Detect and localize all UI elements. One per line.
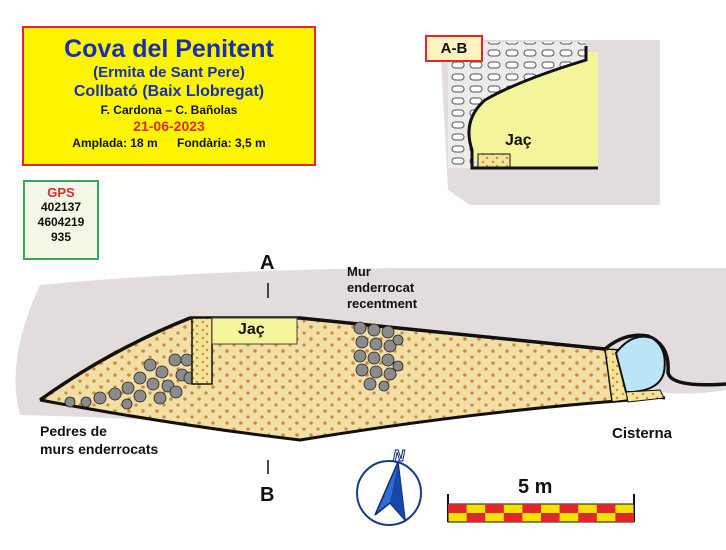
gps-box: GPS 402137 4604219 935: [23, 180, 99, 260]
section-interior: [468, 52, 598, 168]
section-masonry: [448, 42, 586, 168]
scale-segment-bottom: [541, 513, 560, 522]
scale-segment-top: [522, 504, 541, 513]
cave-subtitle: (Ermita de Sant Pere): [93, 64, 245, 81]
north-label: N: [393, 448, 406, 466]
survey-authors: F. Cardona – C. Bañolas: [100, 103, 238, 117]
cave-depth: Fondària: 3,5 m: [177, 136, 266, 150]
wall-left: [191, 317, 213, 385]
scale-segment-top: [559, 504, 579, 513]
scale-bar: [447, 494, 635, 523]
cave-location: Collbató (Baix Llobregat): [73, 83, 265, 100]
rubble-left: [64, 353, 197, 410]
section-view: [440, 40, 660, 205]
cistern-rim: [625, 389, 665, 403]
stones-note: Pedres de murs enderrocats: [40, 422, 158, 458]
wall-note: Mur enderrocat recentment: [347, 264, 417, 312]
section-start-label: A: [260, 252, 275, 274]
section-profile: [467, 46, 598, 170]
rubble-wall: [353, 321, 404, 392]
section-wall-block: [477, 153, 511, 169]
section-label: A-B: [425, 35, 483, 62]
scale-segment-top: [485, 504, 504, 513]
cistern-label: Cisterna: [612, 425, 673, 442]
cave-dimensions: Amplada: 18 m Fondària: 3,5 m: [24, 135, 314, 151]
wall-note-line2: enderrocat: [347, 280, 415, 295]
cave-wall-top: [38, 316, 726, 402]
cave-width: Amplada: 18 m: [72, 136, 158, 150]
scale-segment-bottom: [466, 513, 486, 522]
scale-segment-top: [596, 504, 616, 513]
plan-view: [15, 268, 726, 474]
scale-label: 5 m: [518, 476, 553, 498]
cave-title: Cova del Penitent: [64, 35, 274, 63]
scale-segment-bottom: [503, 513, 523, 522]
title-block: Cova del Penitent (Ermita de Sant Pere) …: [22, 26, 316, 166]
plan-bed-label: Jaç: [238, 321, 265, 338]
stones-note-line2: murs enderrocats: [40, 441, 159, 457]
section-end-label: B: [260, 484, 275, 506]
gps-label: GPS: [47, 185, 75, 200]
gps-z: 935: [50, 230, 72, 244]
north-arrow: [356, 459, 422, 526]
scale-segment-bottom: [615, 513, 634, 522]
section-bed-label: Jaç: [505, 132, 532, 149]
cistern: [614, 335, 666, 393]
wall-note-line3: recentment: [347, 296, 418, 311]
wall-note-line1: Mur: [347, 264, 371, 279]
scale-segment-bottom: [578, 513, 597, 522]
bed: [211, 317, 298, 345]
scale-segment-top: [448, 504, 467, 513]
cave-floor: [40, 318, 630, 440]
stones-note-line1: Pedres de: [40, 423, 107, 439]
gps-y: 4604219: [37, 215, 85, 229]
gps-x: 402137: [40, 200, 82, 214]
survey-date: 21-06-2023: [133, 118, 205, 134]
